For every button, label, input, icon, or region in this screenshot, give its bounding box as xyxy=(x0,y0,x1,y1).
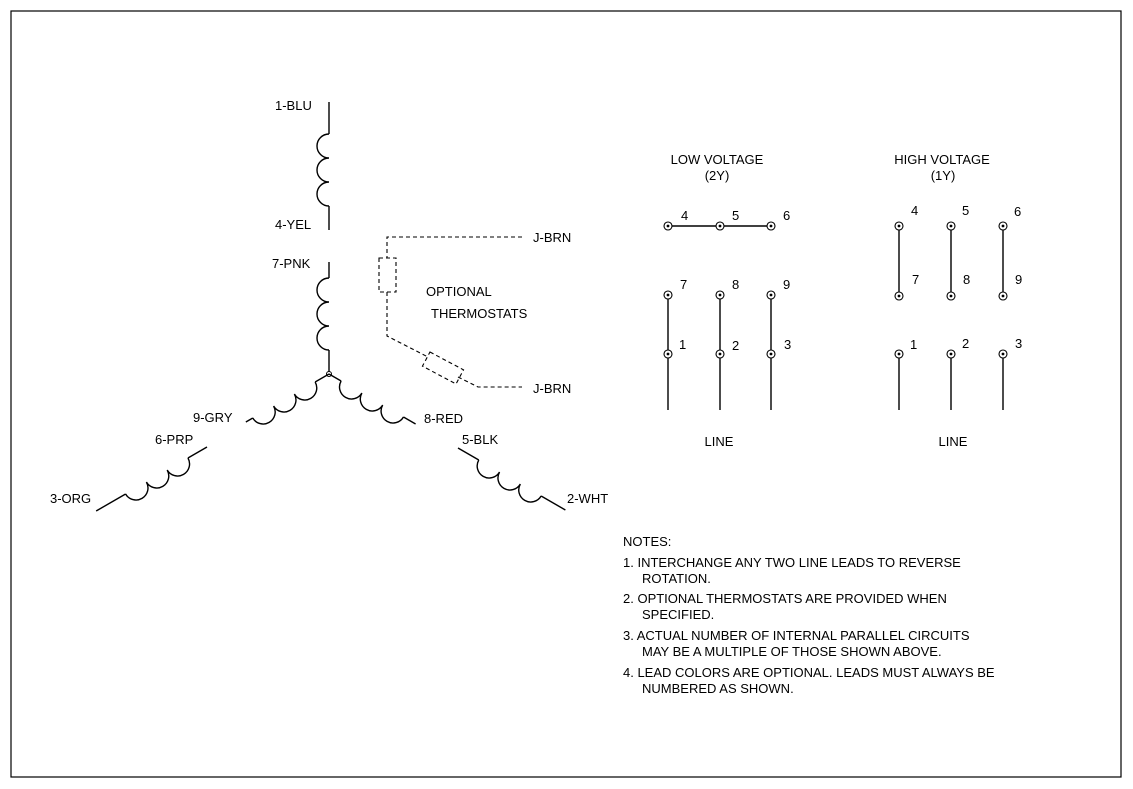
lead-8-label: 8-RED xyxy=(424,411,463,426)
thermostat-label-line2: THERMOSTATS xyxy=(431,306,528,321)
note-2-line1: 2. OPTIONAL THERMOSTATS ARE PROVIDED WHE… xyxy=(623,591,947,606)
high-voltage-subtitle: (1Y) xyxy=(931,168,956,183)
lv-terminal-3: 3 xyxy=(784,337,791,352)
hv-terminal-8: 8 xyxy=(963,272,970,287)
thermostat-lead-bottom: J-BRN xyxy=(533,381,571,396)
lv-terminal-8: 8 xyxy=(732,277,739,292)
coil-9 xyxy=(252,381,318,425)
thermostat-lead-top: J-BRN xyxy=(533,230,571,245)
notes-block: NOTES: 1. INTERCHANGE ANY TWO LINE LEADS… xyxy=(623,534,995,696)
lv-terminal-9: 9 xyxy=(783,277,790,292)
note-3-line1: 3. ACTUAL NUMBER OF INTERNAL PARALLEL CI… xyxy=(623,628,970,643)
lead-1-label: 1-BLU xyxy=(275,98,312,113)
lv-terminal-7: 7 xyxy=(680,277,687,292)
note-3-line2: MAY BE A MULTIPLE OF THOSE SHOWN ABOVE. xyxy=(642,644,942,659)
note-2-line2: SPECIFIED. xyxy=(642,607,714,622)
hv-terminal-6: 6 xyxy=(1014,204,1021,219)
lv-terminal-2: 2 xyxy=(732,338,739,353)
hv-terminal-1: 1 xyxy=(910,337,917,352)
lv-terminal-5: 5 xyxy=(732,208,739,223)
high-voltage-title: HIGH VOLTAGE xyxy=(894,152,990,167)
wye-winding: 1-BLU 4-YEL 7-PNK 9-GRY 6-PRP 3-ORG 8-RE… xyxy=(50,98,608,512)
low-voltage-subtitle: (2Y) xyxy=(705,168,730,183)
coil-6-3 xyxy=(124,457,191,501)
notes-heading: NOTES: xyxy=(623,534,671,549)
coil-1-4 xyxy=(316,133,330,207)
lead-5-label: 5-BLK xyxy=(462,432,498,447)
coil-7 xyxy=(316,277,330,351)
hv-terminal-2: 2 xyxy=(962,336,969,351)
thermostat-1-symbol xyxy=(378,257,397,293)
note-1-line1: 1. INTERCHANGE ANY TWO LINE LEADS TO REV… xyxy=(623,555,961,570)
coil-8 xyxy=(338,380,405,424)
thermostat-circuit: J-BRN J-BRN OPTIONAL THERMOSTATS xyxy=(378,230,571,396)
hv-terminal-3: 3 xyxy=(1015,336,1022,351)
hv-terminal-9: 9 xyxy=(1015,272,1022,287)
hv-terminal-4: 4 xyxy=(911,203,918,218)
note-4-line2: NUMBERED AS SHOWN. xyxy=(642,681,794,696)
lv-terminal-4: 4 xyxy=(681,208,688,223)
lead-2-label: 2-WHT xyxy=(567,491,608,506)
coil-5-2 xyxy=(476,459,542,503)
note-1-line2: ROTATION. xyxy=(642,571,711,586)
sheet-border xyxy=(10,10,1122,778)
low-voltage-title: LOW VOLTAGE xyxy=(671,152,764,167)
lv-terminal-1: 1 xyxy=(679,337,686,352)
hv-line-label: LINE xyxy=(939,434,968,449)
thermostat-2-symbol xyxy=(421,351,465,385)
lv-terminal-6: 6 xyxy=(783,208,790,223)
low-voltage-connection: LOW VOLTAGE (2Y) 4 5 6 7 8 9 1 2 3 LINE xyxy=(663,152,791,449)
note-4-line1: 4. LEAD COLORS ARE OPTIONAL. LEADS MUST … xyxy=(623,665,995,680)
high-voltage-connection: HIGH VOLTAGE (1Y) 4 5 6 7 8 9 1 2 3 LINE xyxy=(894,152,1022,449)
thermostat-label-line1: OPTIONAL xyxy=(426,284,492,299)
lead-9-label: 9-GRY xyxy=(193,410,233,425)
lead-3-label: 3-ORG xyxy=(50,491,91,506)
lead-4-label: 4-YEL xyxy=(275,217,311,232)
hv-terminal-7: 7 xyxy=(912,272,919,287)
lead-6-label: 6-PRP xyxy=(155,432,193,447)
hv-terminal-5: 5 xyxy=(962,203,969,218)
lv-line-label: LINE xyxy=(705,434,734,449)
lead-7-label: 7-PNK xyxy=(272,256,311,271)
